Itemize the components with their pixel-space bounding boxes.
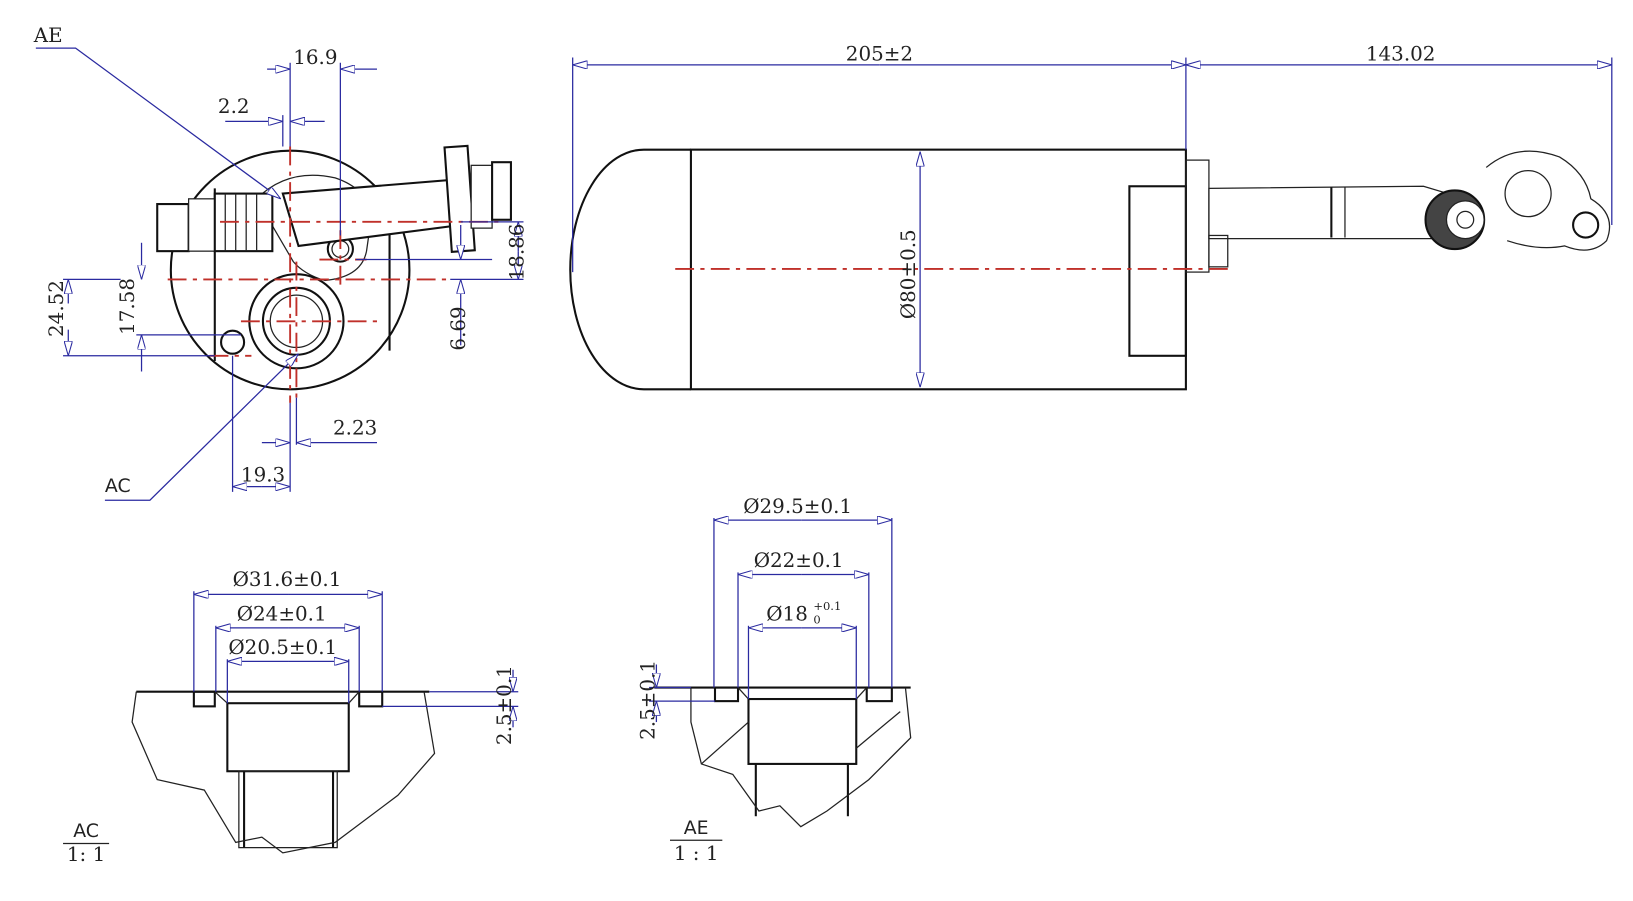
section-ae-label: AE xyxy=(684,818,709,839)
section-ae: Ø29.5±0.1 Ø22±0.1 Ø18 +0.1 0 2.5±0.1 AE … xyxy=(636,495,912,865)
callout-ae: AE xyxy=(33,24,63,47)
side-view: 205±2 143.02 Ø80±0.5 xyxy=(569,43,1613,391)
dim-pipe: 143.02 xyxy=(1366,43,1436,66)
dim-2-2: 2.2 xyxy=(218,95,250,118)
dim-17-58: 17.58 xyxy=(116,278,139,335)
dim-ae-22: Ø22±0.1 xyxy=(754,549,844,572)
end-view: 16.9 2.2 24.52 17.58 6.69 18.86 2.23 19.… xyxy=(33,24,528,501)
dim-diameter: Ø80±0.5 xyxy=(897,229,920,319)
dim-ae-18-tol-lower: 0 xyxy=(813,613,820,627)
section-ac-label: AC xyxy=(73,821,99,842)
dim-24-52: 24.52 xyxy=(45,280,68,337)
dim-length: 205±2 xyxy=(846,43,913,66)
dim-ac-24: Ø24±0.1 xyxy=(237,603,327,626)
dim-ae-18: Ø18 xyxy=(766,603,808,626)
dim-18-86: 18.86 xyxy=(505,224,528,281)
dim-ac-depth: 2.5±0.1 xyxy=(493,665,516,745)
dim-2-23: 2.23 xyxy=(333,416,377,439)
dim-ac-20-5: Ø20.5±0.1 xyxy=(228,636,337,659)
dim-ae-depth: 2.5±0.1 xyxy=(636,660,659,740)
callout-ac: AC xyxy=(105,476,131,497)
dim-16-9: 16.9 xyxy=(293,46,337,69)
section-ae-scale: 1 : 1 xyxy=(674,842,719,865)
section-ac-scale: 1: 1 xyxy=(67,843,105,866)
dim-ae-18-tol-upper: +0.1 xyxy=(813,599,841,613)
dim-ac-31-6: Ø31.6±0.1 xyxy=(233,568,342,591)
dim-6-69: 6.69 xyxy=(447,306,470,350)
dim-ae-29-5: Ø29.5±0.1 xyxy=(743,495,852,518)
dim-19-3: 19.3 xyxy=(241,463,285,486)
section-ac: Ø31.6±0.1 Ø24±0.1 Ø20.5±0.1 2.5±0.1 AC 1… xyxy=(63,568,519,866)
